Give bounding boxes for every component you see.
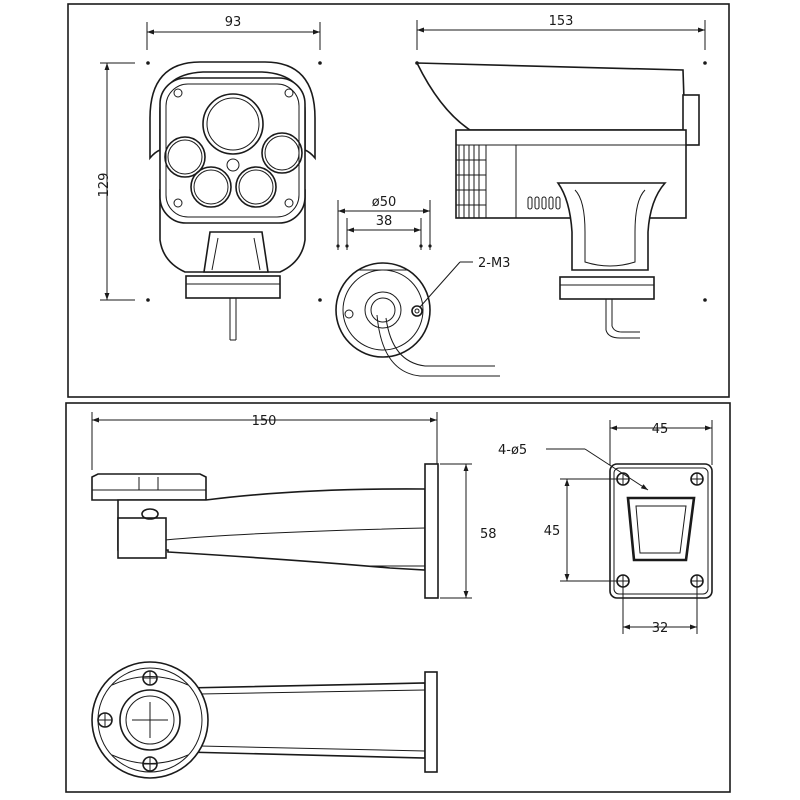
- front-width-dimension: 93: [225, 15, 242, 30]
- plate-hole-spacing-dimension: 32: [652, 621, 669, 636]
- bracket-side-view: 150 58: [91, 412, 497, 599]
- camera-panel-frame: [67, 3, 730, 398]
- bracket-length-dimension: 150: [252, 414, 277, 429]
- camera-base-view: ø50 38 2-M3: [335, 195, 510, 377]
- plate-holes-callout: 4-ø5: [498, 443, 527, 458]
- bracket-top-view: [91, 661, 438, 779]
- camera-side-view: 153: [415, 14, 707, 339]
- front-height-dimension: 129: [97, 173, 112, 198]
- plate-height-dimension: 45: [544, 524, 561, 539]
- screw-callout: 2-M3: [478, 256, 510, 271]
- bracket-plate-view: 45 4-ø5 45 32: [498, 420, 713, 636]
- base-hole-spacing-dimension: 38: [376, 214, 393, 229]
- bracket-plate-height-dimension: 58: [480, 527, 497, 542]
- base-diameter-dimension: ø50: [372, 195, 397, 210]
- side-length-dimension: 153: [549, 14, 574, 29]
- bracket-panel-frame: [65, 402, 731, 793]
- camera-front-view: 93 129: [97, 15, 322, 341]
- plate-width-dimension: 45: [652, 422, 669, 437]
